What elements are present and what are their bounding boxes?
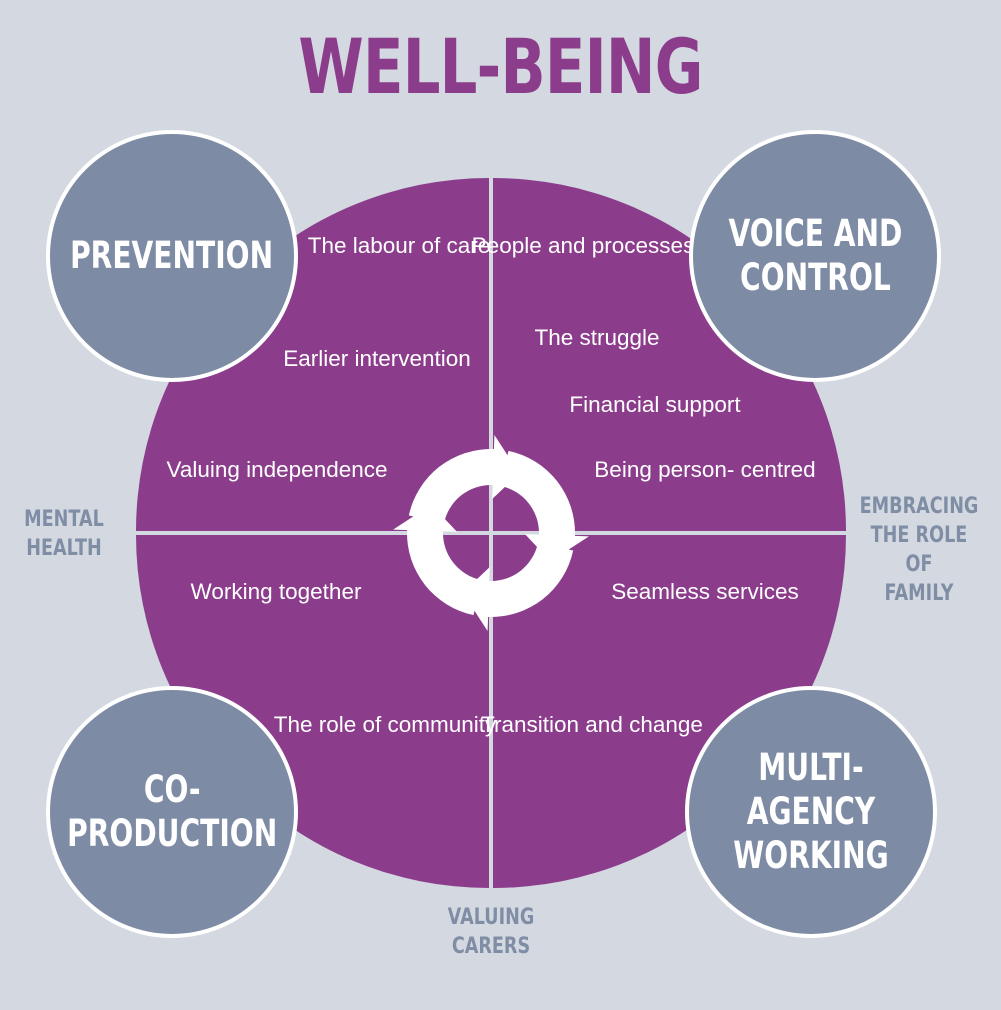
outer-label-mental-health: MENTAL HEALTH bbox=[24, 507, 104, 561]
circle-label-multi-agency-working: MULTI-AGENCY WORKING bbox=[733, 746, 889, 877]
quadrant-bottom-right bbox=[493, 535, 846, 888]
quadrant-text-the-struggle: The struggle bbox=[534, 325, 660, 350]
circle-prevention: PREVENTION bbox=[46, 130, 298, 382]
quadrant-top-left bbox=[136, 178, 489, 531]
circle-label-prevention: PREVENTION bbox=[70, 234, 274, 277]
circle-co-production: CO- PRODUCTION bbox=[46, 686, 298, 938]
page-title: WELL-BEING bbox=[298, 22, 703, 111]
outer-label-valuing-carers: VALUING CARERS bbox=[447, 905, 535, 959]
cycle-arrows-icon bbox=[393, 435, 589, 631]
quadrant-text-valuing-independence: Valuing independence bbox=[166, 457, 388, 482]
circle-label-co-production: CO- PRODUCTION bbox=[66, 768, 278, 855]
cycle-arrow-3 bbox=[462, 542, 574, 631]
quadrant-text-financial-support: Financial support bbox=[569, 392, 741, 417]
quadrant-text-people-and-processes: People and processes bbox=[471, 233, 695, 258]
quadrant-text-working-together: Working together bbox=[190, 579, 362, 604]
cycle-arrow-1 bbox=[408, 435, 520, 524]
cycle-arrow-2 bbox=[500, 450, 589, 562]
circle-voice-and-control: VOICE AND CONTROL bbox=[689, 130, 941, 382]
quadrant-top-right bbox=[493, 178, 846, 531]
quadrant-text-transition-and-change: Transition and change bbox=[481, 712, 703, 737]
cycle-arrow-4 bbox=[393, 504, 482, 616]
quadrant-text-role-of-community: The role of community bbox=[273, 712, 497, 737]
quadrant-text-seamless-services: Seamless services bbox=[611, 579, 799, 604]
circle-multi-agency-working: MULTI-AGENCY WORKING bbox=[685, 686, 937, 938]
quadrant-text-earlier-intervention: Earlier intervention bbox=[283, 346, 471, 371]
quadrant-text-labour-of-care: The labour of care bbox=[307, 233, 491, 258]
quadrant-bottom-left bbox=[136, 535, 489, 888]
outer-label-embracing-role-of-family: EMBRACING THE ROLE OF FAMILY bbox=[859, 494, 979, 606]
quadrant-text-being-person-centred: Being person- centred bbox=[594, 457, 816, 482]
circle-label-voice-and-control: VOICE AND CONTROL bbox=[728, 212, 902, 299]
